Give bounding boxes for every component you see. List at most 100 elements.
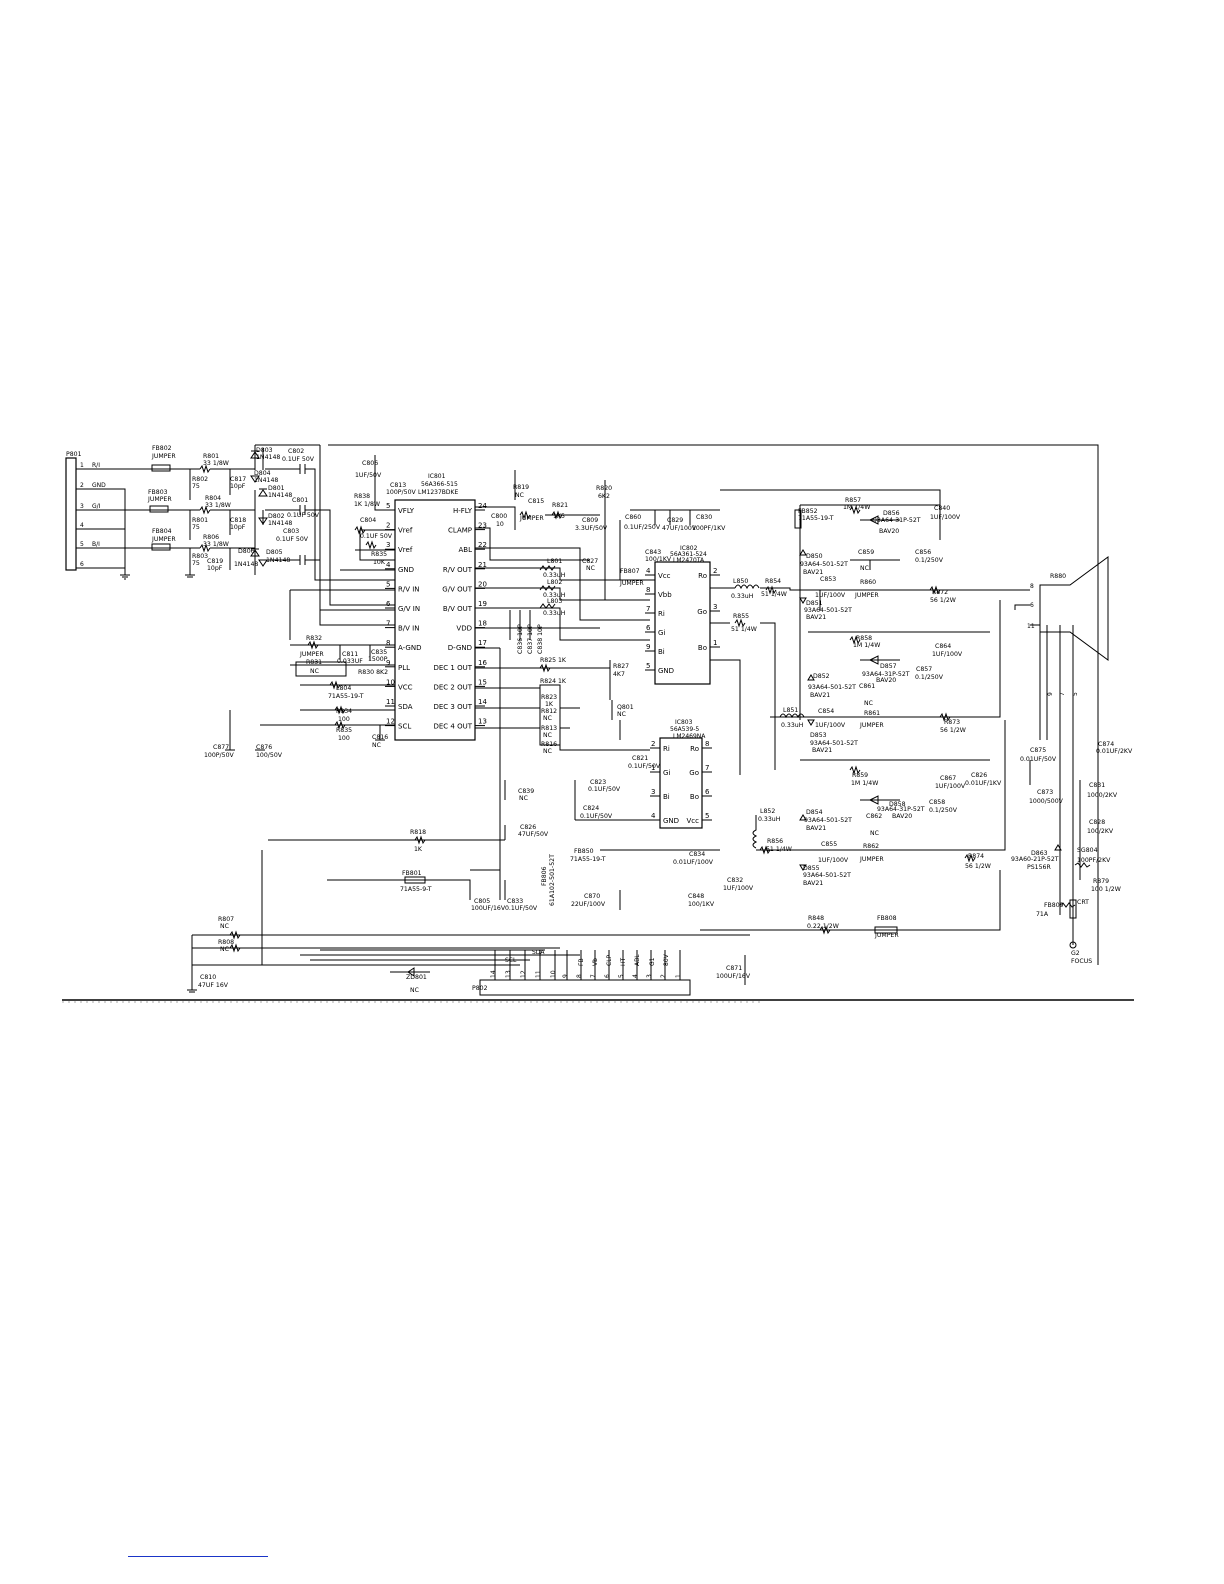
r802-value: 75: [192, 483, 200, 490]
c861-label: C861: [859, 683, 875, 690]
r806-value: 33 1/8W: [203, 541, 229, 548]
d803-label: D803: [256, 447, 273, 454]
r823-value: 1K: [545, 701, 554, 708]
ic802-pin-num: 5: [646, 662, 650, 670]
ic801-pin-name: DEC 3 OUT: [433, 703, 472, 711]
crt-label: R880: [1050, 573, 1066, 580]
p802-signal: FB: [578, 958, 585, 966]
r873-value: 56 1/2W: [940, 727, 966, 734]
ic801-pin-num: 18: [478, 620, 487, 628]
r858-value: 1M 1/4W: [853, 642, 880, 649]
p802-signal: HT: [620, 957, 627, 966]
l804-label: L804: [336, 685, 351, 692]
ic801-pin-num: 2: [386, 522, 390, 530]
c832-label: C832: [727, 877, 743, 884]
ic801-pin-num: 5: [386, 502, 390, 510]
c803-value: 0.1UF 50V: [276, 536, 309, 543]
l852-label: L852: [760, 808, 775, 815]
ic803-pin-num: 8: [705, 740, 709, 748]
ic803-pin-num: 1: [651, 764, 655, 772]
c821-value: 0.1UF/50V: [628, 763, 661, 770]
ic802-pin-num: 2: [713, 567, 717, 575]
ic801-pin-name: G/V OUT: [442, 585, 472, 593]
l803-label: L803: [547, 598, 562, 605]
footer-link-underline[interactable]: [128, 1556, 268, 1557]
ic801-pin-name: R/V OUT: [443, 566, 473, 574]
fb803-value: JUMPER: [147, 496, 172, 503]
fb852-label: FB852: [798, 508, 818, 515]
c801-label: C801: [292, 497, 308, 504]
d802-value: 1N4148: [268, 520, 292, 527]
r831-label: R831: [306, 659, 322, 666]
c806-label: C806: [362, 460, 378, 467]
p802-pin-number: 1: [675, 974, 682, 978]
ic801-pin-num: 14: [478, 698, 487, 706]
r848-label: R848: [808, 915, 824, 922]
r801b-label: R801: [192, 517, 208, 524]
r813-value: NC: [543, 732, 552, 739]
d858-type: BAV20: [892, 813, 912, 820]
r825-value: 1K: [558, 657, 567, 664]
ic801-pin-num: 20: [478, 580, 487, 588]
ic801-pin-num: 9: [386, 659, 390, 667]
r861-label: R861: [864, 710, 880, 717]
zd801-label: ZD801: [406, 974, 427, 981]
mid-labels: R819 NC C815 JUMPER R821 1K5 C800 10 R82…: [400, 484, 754, 980]
p801-connector: P801 1 R/I 2 GND 3 G/I 4 5 B/I 6: [65, 451, 106, 571]
d858-value: 93A64-31P-52T: [877, 806, 925, 813]
p802-signal: SCL: [505, 957, 517, 964]
c827-value: NC: [586, 565, 595, 572]
ic803-pin-name: Bo: [690, 793, 699, 801]
r859-value: 1M 1/4W: [851, 780, 878, 787]
r825-label: R825: [540, 657, 556, 664]
r818-label: R818: [410, 829, 426, 836]
ic803-pin-name: Ro: [690, 745, 699, 753]
c810-label: C810: [200, 974, 216, 981]
c811-value: 0.033UF: [337, 658, 363, 665]
d852-type: BAV21: [810, 692, 830, 699]
c815-label: C815: [528, 498, 544, 505]
ic801-pin-name: R/V IN: [398, 585, 420, 593]
l851-label: L851: [783, 707, 798, 714]
d863-type: PS156R: [1027, 864, 1051, 871]
r880-value: 100PF/2KV: [1077, 857, 1111, 864]
c817-value: 10pF: [230, 483, 246, 490]
p802-signal: Vb: [592, 958, 599, 966]
c816-value: NC: [372, 742, 381, 749]
c824-value: 0.1UF/50V: [580, 813, 613, 820]
ic801-pin-name: DEC 4 OUT: [433, 723, 472, 731]
ic801-pin-name: VCC: [398, 683, 413, 691]
ic801-pin-num: 15: [478, 678, 487, 686]
p802-pin-number: 12: [520, 970, 527, 978]
d806-value: 1N4148: [234, 561, 258, 568]
ic801-model: LM1237BDKE: [418, 489, 458, 496]
ic803-body: [659, 737, 703, 829]
ic802-pin-num: 6: [646, 624, 651, 632]
c806-value: 1UF/50V: [355, 472, 382, 479]
c809-value: 3.3UF/50V: [575, 525, 608, 532]
fb804-label: FB804: [152, 528, 172, 535]
crt-pin-6: 6: [1030, 602, 1034, 609]
r812-label: R812: [541, 708, 557, 715]
c802-label: C802: [288, 448, 304, 455]
ic801: IC801 56A366-515 LM1237BDKE: [394, 473, 476, 741]
ic802-pin-name: Bi: [658, 648, 665, 656]
d851-value: 93A64-501-52T: [804, 607, 852, 614]
ic801-pin-num: 7: [386, 620, 390, 628]
r874-label: R874: [968, 853, 984, 860]
ic801-pin-name: DEC 1 OUT: [433, 664, 472, 672]
r861-value: JUMPER: [859, 722, 884, 729]
p801-ref: P801: [66, 451, 82, 458]
c870-value: 22UF/100V: [571, 901, 606, 908]
r804-label: R804: [205, 495, 221, 502]
c855-value: 1UF/100V: [818, 857, 849, 864]
c826b-label: C826: [971, 772, 987, 779]
r860-value: JUMPER: [854, 592, 879, 599]
r835-label: R835: [371, 551, 387, 558]
fb801-label: FB801: [402, 870, 422, 877]
ic801-left-network: [225, 455, 395, 751]
c871-value: 100UF/16V: [716, 973, 751, 980]
